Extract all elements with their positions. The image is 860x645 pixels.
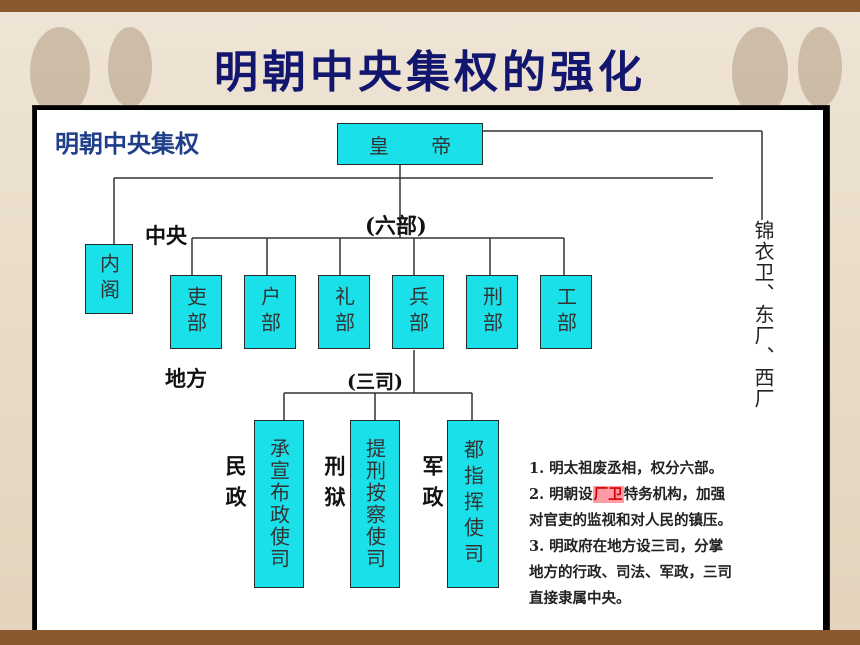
ministry-node-personnel: 吏部 [170, 275, 222, 349]
emperor-node: 皇 帝 [337, 123, 483, 165]
note-line-2-suffix: 特务机构，加强 [623, 486, 726, 503]
note-line-5: 地方的行政、司法、军政，三司 [529, 564, 732, 581]
note-line-2-prefix: 2. 明朝设 [529, 486, 593, 503]
office-node-justice: 提刑按察使司 [350, 420, 400, 588]
secret-police-label: 锦衣卫、东厂、西厂 [751, 220, 775, 409]
office-node-military: 都指挥使司 [447, 420, 499, 588]
bottom-decor-bar [0, 630, 860, 645]
notes-box: 1. 明太祖废丞相，权分六部。 2. 明朝设厂卫特务机构，加强 对官吏的监视和对… [529, 456, 819, 612]
background-figures [30, 27, 842, 112]
note-line-6: 直接隶属中央。 [529, 590, 631, 607]
ministries-label: (六部) [365, 213, 427, 238]
note-highlight: 厂卫 [592, 486, 624, 503]
central-label: 中央 [145, 223, 187, 248]
diagram-title: 明朝中央集权 [55, 130, 199, 158]
local-label: 地方 [165, 366, 207, 391]
diagram-canvas: 明朝中央集权 皇 帝 中央 (六部) 内阁 吏部 户部 礼部 兵部 刑部 工部 … [37, 110, 823, 630]
office-label-military: 军政 [420, 455, 445, 517]
page-title: 明朝中央集权的强化 [214, 47, 646, 98]
office-node-civil: 承宣布政使司 [254, 420, 304, 588]
ministry-node-rites: 礼部 [318, 275, 370, 349]
office-label-justice: 刑狱 [322, 455, 347, 517]
office-label-civil: 民政 [223, 455, 248, 517]
top-decor-bar [0, 0, 860, 12]
ministry-node-justice: 刑部 [466, 275, 518, 349]
connector-lines [113, 130, 763, 420]
note-line-4: 3. 明政府在地方设三司，分掌 [529, 538, 724, 555]
ministry-node-revenue: 户部 [244, 275, 296, 349]
three-offices-label: (三司) [347, 371, 403, 393]
note-line-3: 对官吏的监视和对人民的镇压。 [529, 512, 732, 529]
cabinet-node: 内阁 [85, 244, 133, 314]
note-line-1: 1. 明太祖废丞相，权分六部。 [529, 460, 724, 477]
ministry-node-works: 工部 [540, 275, 592, 349]
note-line-2: 2. 明朝设厂卫特务机构，加强 [529, 482, 819, 508]
ministry-node-war: 兵部 [392, 275, 444, 349]
